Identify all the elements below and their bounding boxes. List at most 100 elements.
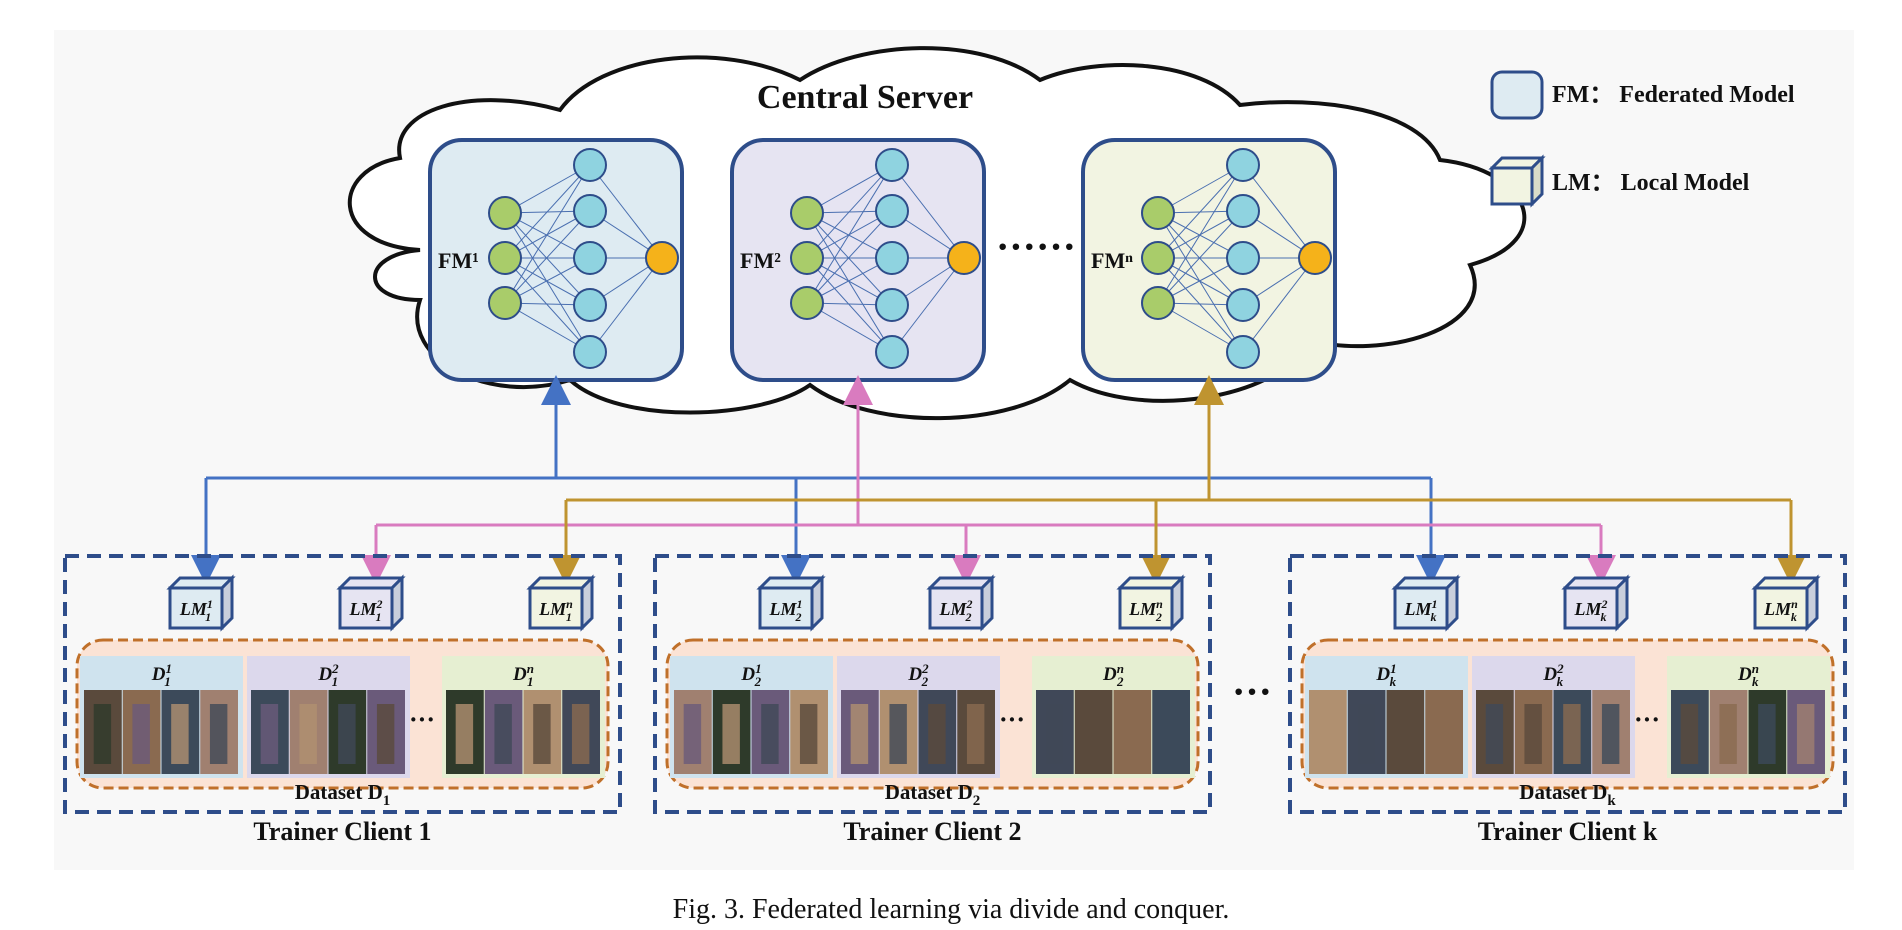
output-node: [1298, 241, 1332, 275]
video-frames-image: [1309, 690, 1463, 774]
video-frames-image: [1671, 690, 1825, 774]
network-edge: [504, 212, 591, 306]
client-title: Trainer Client 1: [253, 817, 431, 846]
central-server-title: Central Server: [757, 79, 973, 116]
hidden-node: [573, 148, 607, 182]
video-frames-image: [84, 690, 238, 774]
input-node: [1141, 286, 1175, 320]
fm-2-lines: [361, 375, 1616, 585]
client-border: [1288, 554, 1847, 814]
hidden-node: [875, 335, 909, 369]
client-title: Trainer Client 2: [843, 817, 1021, 846]
network-edge: [504, 212, 591, 353]
client-title: Trainer Client k: [1478, 817, 1658, 846]
network-edge: [1242, 164, 1316, 259]
video-frames-image: [251, 690, 405, 774]
network-edge: [1242, 257, 1316, 353]
input-node: [1141, 196, 1175, 230]
client-ellipsis: ···: [1232, 669, 1272, 714]
hidden-node: [573, 241, 607, 275]
network-edge: [806, 212, 893, 353]
hidden-node: [573, 194, 607, 228]
video-frames-image: [841, 690, 995, 774]
network-edge: [806, 164, 893, 304]
network-edge: [1157, 212, 1244, 306]
federated-model-3: FMⁿ: [1081, 138, 1337, 382]
client-border: [653, 554, 1212, 814]
network-edge: [891, 164, 965, 259]
legend-lm-cube: [1488, 154, 1546, 208]
hidden-node: [573, 288, 607, 322]
partition-ellipsis: ···: [1634, 705, 1660, 734]
network-edge: [1157, 164, 1244, 304]
hidden-node: [1226, 335, 1260, 369]
federated-models: FM¹ FM² FMⁿ: [428, 138, 1337, 382]
network-edge: [1157, 210, 1244, 304]
input-node: [790, 196, 824, 230]
federated-model-label: FM²: [740, 248, 781, 273]
video-frames-image: [674, 690, 828, 774]
output-node: [645, 241, 679, 275]
input-node: [488, 241, 522, 275]
network-edge: [1157, 257, 1244, 353]
network-edge: [504, 210, 591, 304]
legend-fm-label: FM： Federated Model: [1552, 82, 1795, 108]
dataset-label: Dataset D1: [295, 780, 391, 809]
legend-fm-swatch: [1490, 70, 1544, 120]
federated-model-1: FM¹: [428, 138, 684, 382]
federated-model-label: FM¹: [438, 248, 479, 273]
hidden-node: [1226, 194, 1260, 228]
hidden-node: [1226, 288, 1260, 322]
federated-model-label: FMⁿ: [1091, 248, 1133, 273]
dataset-label: Dataset D2: [885, 780, 981, 809]
network-edge: [806, 164, 893, 259]
network-edge: [504, 164, 591, 259]
dataset-label: Dataset Dk: [1519, 780, 1616, 809]
client-border: [63, 554, 622, 814]
network-edge: [1157, 164, 1244, 259]
network-edge: [589, 257, 663, 353]
video-frames-image: [1036, 690, 1190, 774]
input-node: [790, 286, 824, 320]
fm-ellipsis: ······: [996, 224, 1076, 269]
network-edge: [1157, 212, 1244, 353]
figure-caption: Fig. 3. Federated learning via divide an…: [673, 894, 1230, 925]
partition-ellipsis: ···: [409, 705, 435, 734]
video-frames-image: [446, 690, 600, 774]
hidden-node: [573, 335, 607, 369]
